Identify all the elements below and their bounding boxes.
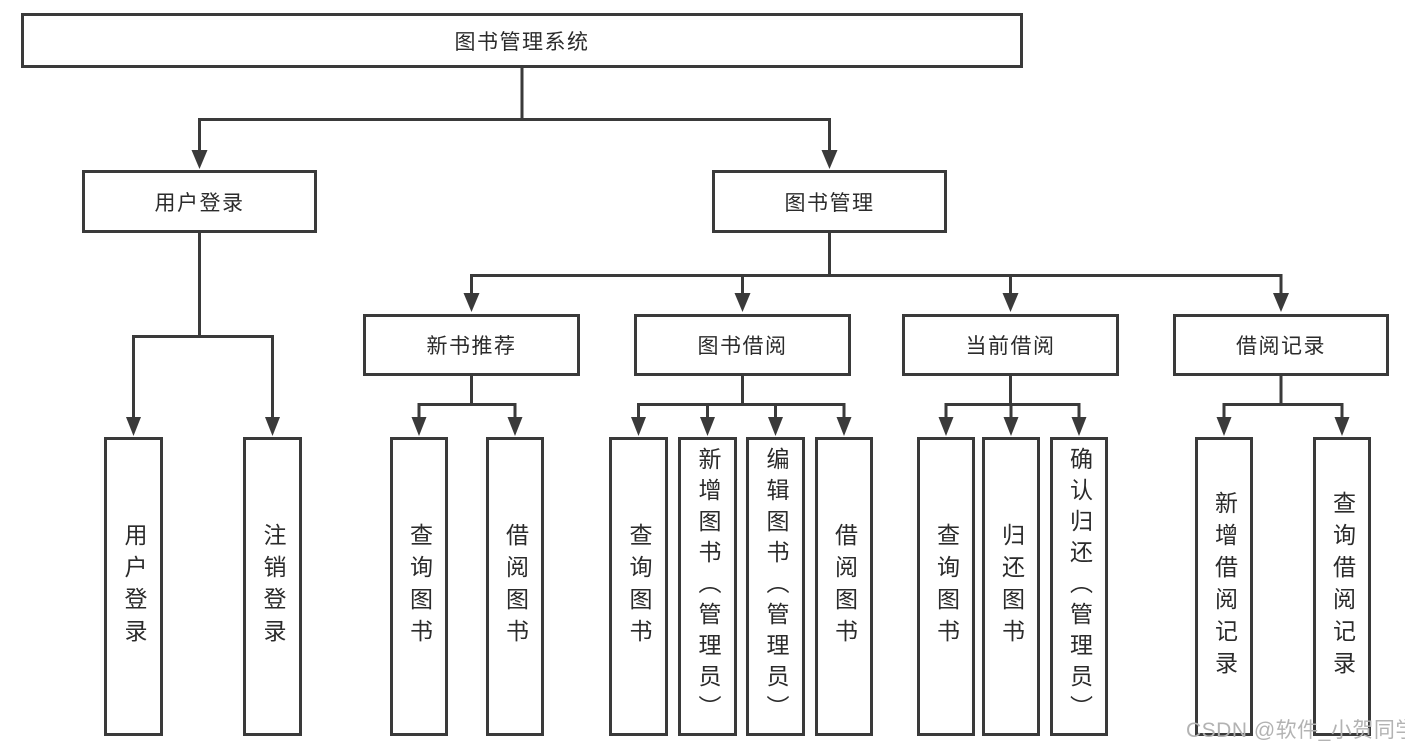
node-book-borrowing: 图书借阅 <box>634 314 851 376</box>
node-label: 用户登录 <box>154 191 245 215</box>
leaf-query-borrow-record: 查询借阅记录 <box>1313 437 1371 736</box>
node-label: 归还图书 <box>998 522 1025 651</box>
leaf-borrow-books: 借阅图书 <box>815 437 873 736</box>
leaf-query-books-current: 查询图书 <box>917 437 975 736</box>
node-label: 新增图书（管理员） <box>695 447 721 726</box>
node-book-management: 图书管理 <box>712 170 947 233</box>
node-label: 确认归还（管理员） <box>1066 447 1093 726</box>
node-label: 查询图书 <box>406 522 433 651</box>
leaf-edit-book-admin: 编辑图书（管理员） <box>746 437 805 736</box>
node-library-management-system: 图书管理系统 <box>21 13 1023 68</box>
node-label: 图书管理系统 <box>454 30 590 54</box>
node-label: 当前借阅 <box>965 335 1056 358</box>
node-new-book-recommendation: 新书推荐 <box>363 314 580 376</box>
node-user-login: 用户登录 <box>82 170 317 233</box>
leaf-return-books: 归还图书 <box>982 437 1040 736</box>
node-label: 编辑图书（管理员） <box>763 447 789 726</box>
leaf-borrow-books-recommend: 借阅图书 <box>486 437 544 736</box>
csdn-watermark: CSDN @软件_小贺同学 <box>1186 719 1405 742</box>
leaf-logout: 注销登录 <box>243 437 302 736</box>
leaf-query-books-borrow: 查询图书 <box>609 437 668 736</box>
node-label: 借阅图书 <box>831 522 858 651</box>
node-label: 注销登录 <box>260 522 286 651</box>
leaf-query-books-recommend: 查询图书 <box>390 437 448 736</box>
node-label: 查询图书 <box>933 522 960 651</box>
leaf-add-borrow-record: 新增借阅记录 <box>1195 437 1253 736</box>
node-label: 查询图书 <box>626 522 652 651</box>
leaf-add-book-admin: 新增图书（管理员） <box>678 437 737 736</box>
node-borrowing-records: 借阅记录 <box>1173 314 1389 376</box>
node-current-borrowing: 当前借阅 <box>902 314 1119 376</box>
node-label: 新书推荐 <box>426 335 517 358</box>
node-label: 借阅图书 <box>502 522 529 651</box>
node-label: 图书管理 <box>784 191 875 215</box>
node-label: 用户登录 <box>121 522 147 651</box>
leaf-user-login: 用户登录 <box>104 437 163 736</box>
node-label: 查询借阅记录 <box>1329 490 1356 683</box>
node-label: 图书借阅 <box>697 335 788 358</box>
leaf-confirm-return-admin: 确认归还（管理员） <box>1050 437 1108 736</box>
node-label: 新增借阅记录 <box>1211 490 1238 683</box>
node-label: 借阅记录 <box>1236 335 1326 358</box>
